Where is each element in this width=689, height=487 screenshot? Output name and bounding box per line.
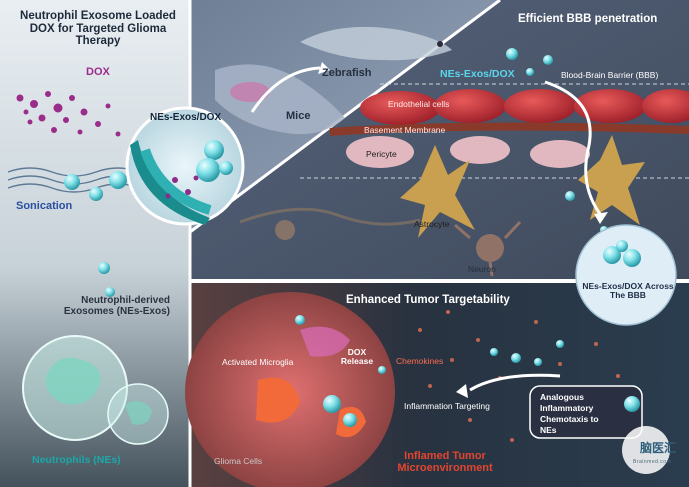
inflammation-arrow-head (456, 384, 468, 398)
figure-title: Neutrophil Exosome Loaded DOX for Target… (20, 10, 176, 48)
bbb-label: Blood-Brain Barrier (BBB) (561, 70, 659, 80)
mice-label: Mice (286, 110, 311, 122)
pericytes (346, 136, 590, 168)
brainmed-logo (622, 426, 670, 474)
inflammation-targeting-label: Inflammation Targeting (404, 401, 490, 411)
pericyte-label: Pericyte (366, 149, 397, 159)
basement-membrane (329, 122, 689, 136)
bbb-nes-exos-dox-label: NEs-Exos/DOX (440, 68, 515, 80)
inflammation-arrow (469, 373, 561, 392)
analogous-callout-text: Analogous Inflammatory Chemotaxis to NEs (540, 392, 599, 436)
diagonal-divider (189, 0, 501, 234)
endothelial-cells-label: Endothelial cells (388, 99, 450, 109)
chemokines-label: Chemokines (396, 356, 444, 366)
tumor-panel-title: Enhanced Tumor Targetability (346, 294, 510, 306)
inflamed-tme-label: Inflamed Tumor Microenvironment (397, 450, 493, 475)
across-bbb-circle (575, 224, 677, 326)
dox-label: DOX (86, 66, 110, 78)
bbb-arrow-head (594, 212, 608, 224)
zebrafish-figure (300, 26, 452, 61)
endothelial-cells (360, 89, 689, 125)
bbb-arrow (544, 80, 602, 215)
basement-membrane-label: Basement Membrane (364, 125, 446, 135)
mouse-figure (215, 64, 345, 135)
sonication-label: Sonication (16, 200, 73, 212)
glioma-cells-label: Glioma Cells (214, 456, 263, 466)
neutrophils-label: Neutrophils (NEs) (32, 454, 121, 466)
analogous-callout-box (529, 385, 643, 439)
tumor-exosomes (295, 315, 564, 427)
neutrophil-cells (22, 335, 169, 445)
astrocyte-label: Astrocyte (414, 219, 450, 229)
animal-arrow-head (318, 62, 330, 74)
neuron-label: Neuron (468, 264, 496, 274)
bbb-exosomes (506, 48, 608, 234)
astrocytes (400, 135, 645, 238)
animal-arrow (250, 66, 321, 113)
dox-molecules (16, 91, 121, 137)
neutrophil-exosomes-label: Neutrophil-derived Exosomes (NEs-Exos) (63, 295, 170, 317)
sonication-exosomes (64, 171, 127, 297)
neurons (239, 207, 522, 277)
dox-release-label: DOX Release (340, 347, 374, 367)
zebrafish-label: Zebrafish (322, 67, 372, 79)
nes-exos-dox-label: NEs-Exos/DOX (150, 112, 222, 123)
watermark-text: 脑医汇 (640, 441, 677, 455)
activated-microglia-label: Activated Microglia (222, 357, 294, 367)
bbb-panel-title: Efficient BBB penetration (518, 13, 658, 25)
across-bbb-label: NEs-Exos/DOX Across The BBB (582, 281, 674, 301)
exosome-zoom-circle (125, 106, 245, 226)
watermark-subtext: Brainmed.com (633, 459, 672, 465)
